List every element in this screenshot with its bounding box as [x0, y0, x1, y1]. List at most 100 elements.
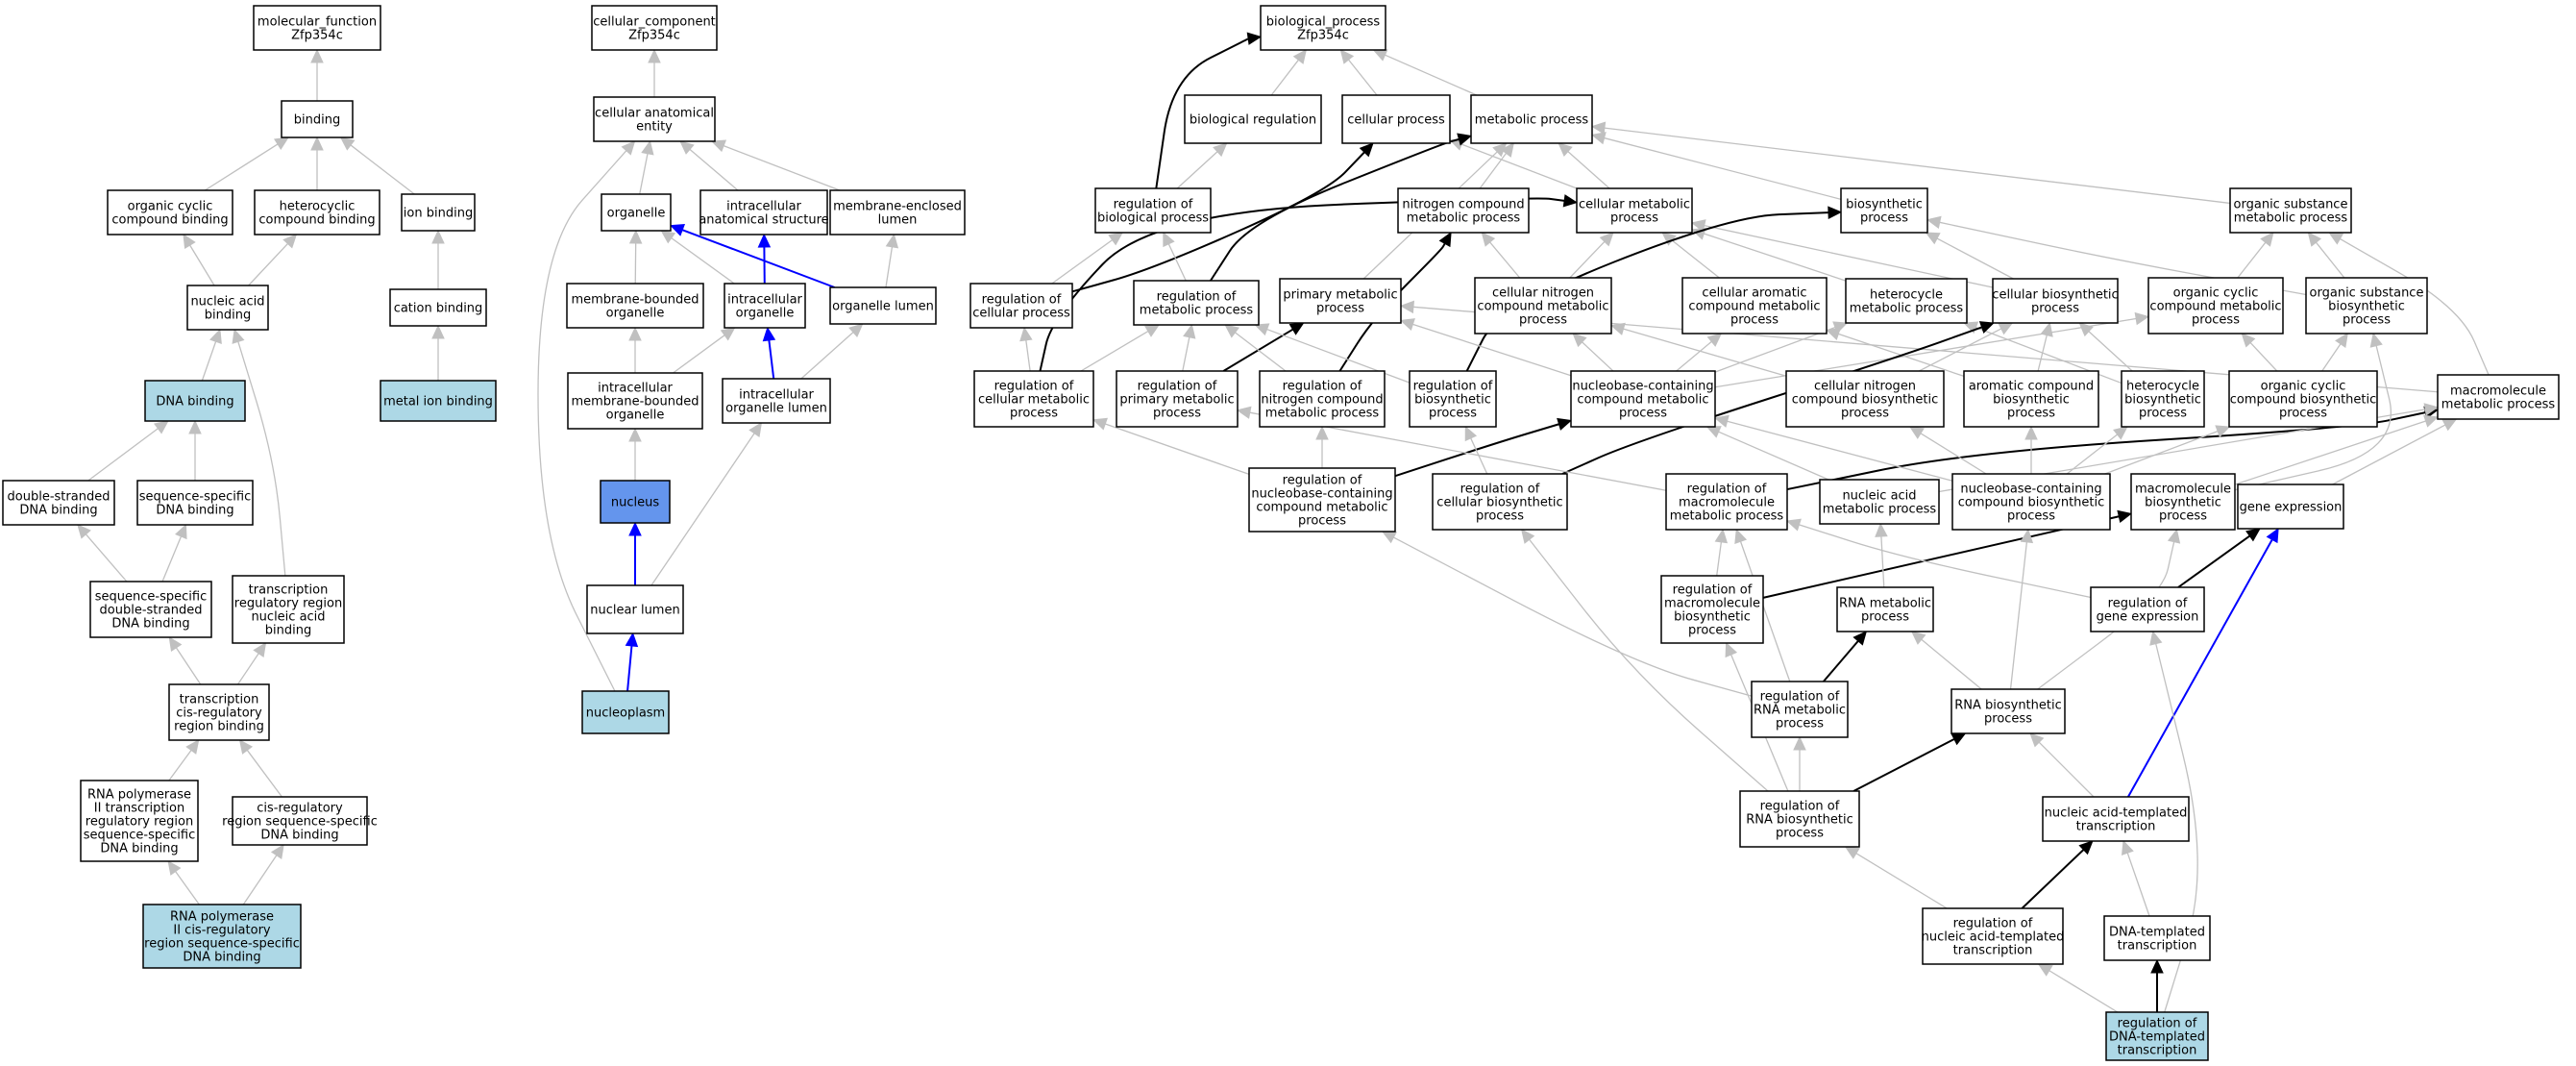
node-box — [724, 283, 806, 329]
arrowhead — [2328, 232, 2344, 245]
edge-partof-nucleoplasm-to-nl — [625, 632, 639, 692]
edge-line — [1604, 136, 1842, 200]
node-cation_binding[interactable]: cation binding — [389, 288, 487, 327]
node-nucleus[interactable]: nucleus — [600, 480, 671, 524]
node-breg[interactable]: biological regulation — [1184, 94, 1322, 144]
node-label-line: intracellular — [739, 388, 814, 403]
edge-line — [201, 341, 217, 382]
edge-isa-rbsp-to-rmp — [1254, 323, 1411, 384]
node-label-line: lumen — [878, 213, 918, 228]
node-label-line: metabolic process — [1265, 407, 1380, 421]
edge-isa-cncmp-to-cmp — [1569, 232, 1614, 279]
node-ol[interactable]: organelle lumen — [829, 286, 937, 325]
node-label-line: primary metabolic — [1119, 393, 1234, 408]
node-rmbp[interactable]: regulation ofmacromoleculebiosyntheticpr… — [1660, 575, 1764, 644]
node-organelle[interactable]: organelle — [601, 193, 672, 232]
node-binding[interactable]: binding — [281, 100, 354, 138]
node-label-line: metabolic process — [1475, 113, 1589, 128]
node-box — [281, 100, 354, 138]
node-rnbcmp[interactable]: regulation ofnucleobase-containingcompou… — [1248, 467, 1396, 533]
edge-isa-rnap2_trr-to-tcrr_binding — [168, 739, 200, 781]
node-nl[interactable]: nuclear lumen — [586, 584, 684, 634]
node-label-line: double-stranded — [8, 490, 110, 505]
edge-line — [2234, 420, 2426, 485]
node-metal_ion_binding[interactable]: metal ion binding — [380, 380, 497, 422]
node-label-line: cellular anatomical — [595, 107, 714, 121]
node-cp[interactable]: cellular process — [1341, 94, 1451, 144]
node-ion_binding[interactable]: ion binding — [401, 193, 476, 232]
arrowhead — [1520, 529, 1535, 544]
node-nucleoplasm[interactable]: nucleoplasm — [581, 690, 670, 734]
arrowhead — [232, 328, 245, 344]
edge-isa-binding-to-mf — [310, 48, 324, 101]
node-label-line: nucleus — [611, 496, 659, 510]
node-dna_binding[interactable]: DNA binding — [144, 380, 246, 422]
edge-isa-cae-to-cc — [648, 48, 661, 97]
node-mp[interactable]: metabolic process — [1470, 94, 1593, 144]
node-label-line: nucleic acid — [1842, 489, 1916, 504]
edge-isa-metal_ion_binding-to-cation_binding — [431, 324, 445, 381]
node-label-line: process — [1619, 407, 1667, 421]
node-ge[interactable]: gene expression — [2237, 483, 2344, 530]
